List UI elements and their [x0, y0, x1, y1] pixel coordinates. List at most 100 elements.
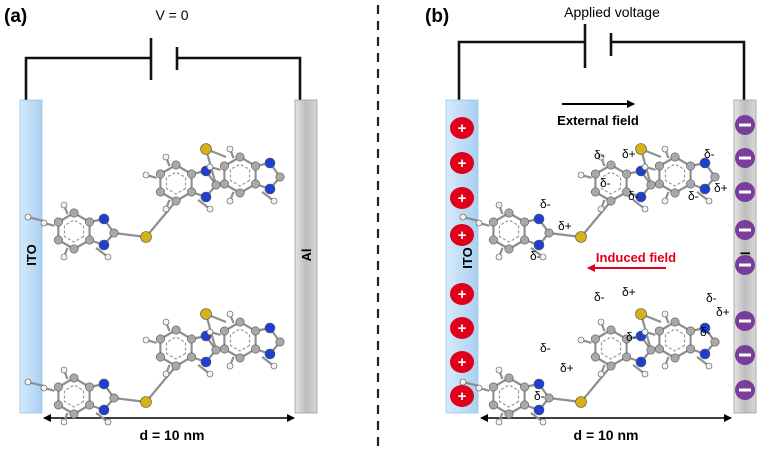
negative-charge	[735, 255, 755, 275]
hydrogen-atom	[597, 153, 605, 161]
hydrogen-atom	[162, 370, 170, 378]
nitrogen-atom	[264, 157, 276, 169]
panel-a-circuit-wire	[24, 56, 302, 100]
carbon-atom	[504, 244, 514, 254]
carbon-atom	[606, 160, 616, 170]
positive-charge: +	[450, 317, 474, 339]
carbon-atom	[622, 352, 632, 362]
carbon-atom	[710, 172, 720, 182]
nitrogen-atom	[98, 239, 110, 251]
hydrogen-atom	[270, 197, 278, 205]
sulfur-atom	[200, 308, 212, 320]
carbon-atom	[235, 317, 245, 327]
panel-b-label: (b)	[425, 6, 449, 27]
hydrogen-atom	[104, 253, 112, 261]
delta-minus-label: δ-	[530, 249, 541, 263]
hydrogen-atom	[142, 336, 150, 344]
hydrogen-atom	[270, 362, 278, 370]
panel-a-distance-label: d = 10 nm	[140, 427, 205, 443]
carbon-atom	[155, 352, 165, 362]
negative-charge	[735, 345, 755, 365]
panel-b: (b) Applied voltage ITO Al ++++++++ Exte…	[425, 4, 757, 443]
carbon-atom	[520, 382, 530, 392]
carbon-atom	[686, 179, 696, 189]
positive-charge: +	[450, 283, 474, 305]
panel-a-voltage: V = 0	[155, 7, 188, 23]
positive-charge: +	[450, 224, 474, 246]
hydrogen-atom	[641, 370, 649, 378]
carbon-atom	[606, 325, 616, 335]
hydrogen-atom	[206, 205, 214, 213]
hydrogen-atom	[162, 153, 170, 161]
sulfur-atom	[200, 143, 212, 155]
carbon-atom	[251, 326, 261, 336]
carbon-atom	[275, 172, 285, 182]
carbon-atom	[488, 382, 498, 392]
carbon-atom	[85, 382, 95, 392]
carbon-atom	[670, 353, 680, 363]
hydrogen-atom	[539, 253, 547, 261]
hydrogen-atom	[661, 310, 669, 318]
delta-minus-label: δ-	[534, 389, 545, 403]
carbon-atom	[219, 161, 229, 171]
hydrogen-atom	[661, 362, 669, 370]
delta-minus-label: δ-	[706, 291, 717, 305]
hydrogen-atom	[539, 418, 547, 426]
positive-charge: +	[450, 152, 474, 174]
carbon-atom	[670, 317, 680, 327]
carbon-atom	[504, 373, 514, 383]
svg-text:+: +	[458, 388, 467, 405]
carbon-atom	[187, 352, 197, 362]
carbon-atom	[53, 400, 63, 410]
hydrogen-atom	[162, 205, 170, 213]
carbon-atom	[235, 188, 245, 198]
svg-text:+: +	[458, 320, 467, 337]
carbon-atom	[211, 345, 221, 355]
carbon-atom	[187, 187, 197, 197]
carbon-atom	[544, 393, 554, 403]
negative-charge	[735, 311, 755, 331]
panel-a: (a) V = 0 ITO Al d = 10 nm	[4, 6, 318, 443]
carbon-atom	[544, 228, 554, 238]
sulfur-atom	[140, 231, 152, 243]
hydrogen-atom	[104, 418, 112, 426]
carbon-atom	[155, 169, 165, 179]
nitrogen-atom	[533, 404, 545, 416]
hydrogen-atom	[206, 163, 214, 171]
carbon-atom	[187, 334, 197, 344]
carbon-atom	[488, 217, 498, 227]
carbon-atom	[155, 187, 165, 197]
hydrogen-atom	[206, 370, 214, 378]
carbon-atom	[109, 393, 119, 403]
nitrogen-atom	[533, 213, 545, 225]
hydrogen-atom	[24, 213, 32, 221]
delta-plus-label: δ+	[622, 147, 636, 161]
panel-b-circuit-wire	[457, 40, 746, 100]
carbon-atom	[85, 217, 95, 227]
carbon-atom	[275, 337, 285, 347]
carbon-atom	[622, 187, 632, 197]
hydrogen-atom	[705, 197, 713, 205]
carbon-atom	[187, 169, 197, 179]
panel-a-molecule-bottom	[24, 308, 285, 426]
hydrogen-atom	[495, 418, 503, 426]
carbon-atom	[670, 188, 680, 198]
carbon-atom	[606, 196, 616, 206]
nitrogen-atom	[98, 404, 110, 416]
nitrogen-atom	[699, 348, 711, 360]
delta-minus-label: δ-	[700, 325, 711, 339]
hydrogen-atom	[641, 163, 649, 171]
carbon-atom	[235, 152, 245, 162]
carbon-atom	[622, 169, 632, 179]
carbon-atom	[171, 196, 181, 206]
carbon-atom	[710, 337, 720, 347]
carbon-atom	[646, 180, 656, 190]
hydrogen-atom	[577, 171, 585, 179]
negative-charge	[735, 148, 755, 168]
delta-plus-label: δ+	[714, 181, 728, 195]
carbon-atom	[219, 179, 229, 189]
panel-a-al-electrode	[294, 99, 318, 414]
nitrogen-atom	[264, 183, 276, 195]
nitrogen-atom	[200, 191, 212, 203]
